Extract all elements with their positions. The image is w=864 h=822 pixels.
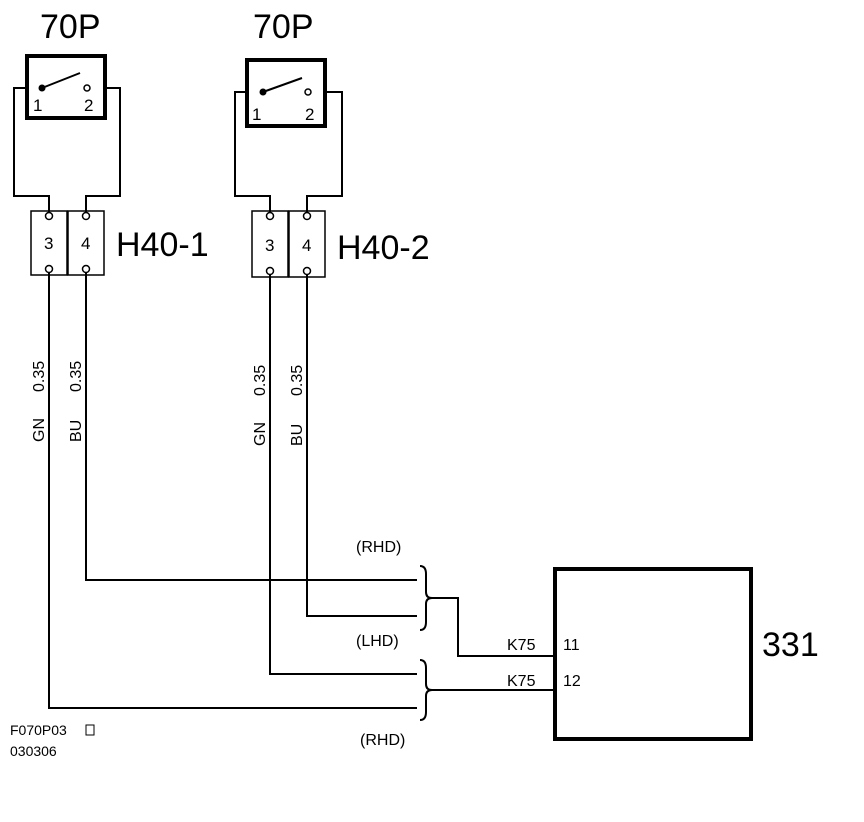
connector-1-pin3-top xyxy=(44,211,54,221)
connector-2-pin4-bottom xyxy=(302,266,312,276)
switch-2-lead-right xyxy=(306,91,343,213)
variant-label-top: (RHD) xyxy=(356,539,401,556)
switch-70p-2: 70P 1 2 xyxy=(245,8,327,128)
connector-h40-2: 3 4 H40-2 xyxy=(251,210,430,278)
module-pin12-connector: K75 xyxy=(507,673,536,690)
connector-2-pin3-bottom xyxy=(265,266,275,276)
switch-2-label: 70P xyxy=(253,8,314,46)
module-pin12-number: 12 xyxy=(563,673,581,690)
switch-70p-1: 70P 1 2 xyxy=(25,8,107,120)
wire-label-bu-2: BU xyxy=(289,424,306,446)
switch-2-terminal xyxy=(304,88,312,96)
connector-2-pin4-label: 4 xyxy=(302,236,311,255)
connector-2-pin3-top xyxy=(265,211,275,221)
harness-wires xyxy=(48,273,417,709)
connector-1-pin4-bottom xyxy=(81,264,91,274)
connector-h40-1: 3 4 H40-1 xyxy=(30,210,209,276)
connector-1-pin3-bottom xyxy=(44,264,54,274)
connector-1-label: H40-1 xyxy=(116,226,209,264)
wire-label-gn-2: GN xyxy=(252,422,269,446)
brace-lower xyxy=(419,659,433,721)
wire-label-size-1: 0.35 xyxy=(31,361,48,392)
switch-1-terminal xyxy=(83,84,91,92)
footer-code-mark xyxy=(85,724,95,736)
switch-2-contact-arm xyxy=(262,77,303,93)
connector-2-label: H40-2 xyxy=(337,229,430,267)
switch-2-lead-left xyxy=(234,91,271,213)
switch-1-label: 70P xyxy=(40,8,101,46)
wire-label-bu-1: BU xyxy=(68,420,85,442)
switch-1-pin1: 1 xyxy=(33,96,42,115)
switch-1-pivot xyxy=(38,84,46,92)
switch-1-pin2: 2 xyxy=(84,96,93,115)
connector-1-pin3-label: 3 xyxy=(44,234,53,253)
module-331: 331 K75 11 K75 12 xyxy=(507,567,819,741)
switch-2-pivot xyxy=(259,88,267,96)
wire-label-size-2: 0.35 xyxy=(68,361,85,392)
connector-1-pin4-label: 4 xyxy=(81,234,90,253)
switch-2-pin2: 2 xyxy=(305,105,314,124)
switch-1-contact-arm xyxy=(41,72,81,89)
variant-label-middle: (LHD) xyxy=(356,633,399,650)
connector-1-pin4-top xyxy=(81,211,91,221)
brace-upper-to-pin11 xyxy=(432,597,555,657)
module-box xyxy=(553,567,753,741)
switch-leads xyxy=(13,87,343,213)
footer-code: F070P03 xyxy=(10,722,67,738)
wire-label-gn-1: GN xyxy=(31,418,48,442)
connector-2-pin3-label: 3 xyxy=(265,236,274,255)
variant-braces xyxy=(419,565,555,721)
wire-h40-2-gn xyxy=(269,275,417,675)
wire-label-size-4: 0.35 xyxy=(289,365,306,396)
footer: F070P03 030306 xyxy=(10,722,95,759)
switch-1-lead-right xyxy=(85,87,121,213)
wire-h40-2-bu xyxy=(306,275,417,617)
brace-upper xyxy=(419,565,433,631)
connector-2-pin4-top xyxy=(302,211,312,221)
wire-h40-1-gn xyxy=(48,273,417,709)
module-pin11-number: 11 xyxy=(563,637,580,654)
wire-label-size-3: 0.35 xyxy=(252,365,269,396)
variant-label-bottom: (RHD) xyxy=(360,732,405,749)
module-pin11-connector: K75 xyxy=(507,637,536,654)
switch-1-lead-left xyxy=(13,87,50,213)
footer-date: 030306 xyxy=(10,743,57,759)
module-label: 331 xyxy=(762,626,819,664)
switch-2-pin1: 1 xyxy=(252,105,261,124)
